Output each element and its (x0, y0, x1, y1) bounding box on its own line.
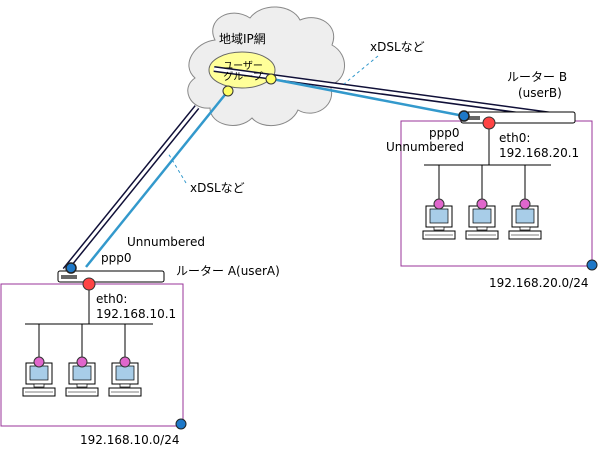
router-a-unnumbered-label: Unnumbered (127, 235, 205, 249)
pc-b-1 (422, 205, 456, 240)
pc-b-3 (508, 205, 542, 240)
lan-b-network-label: 192.168.20.0/24 (489, 276, 589, 290)
user-group-port-left (222, 85, 234, 97)
pc-a-1-port (33, 356, 45, 368)
lan-a-network-label: 192.168.10.0/24 (80, 433, 180, 447)
link-a (85, 90, 229, 268)
router-b-eth0-port (482, 116, 496, 130)
pc-a-3 (108, 362, 142, 397)
router-a-name: ルーター A(userA) (176, 264, 280, 278)
router-a-device (57, 270, 165, 283)
router-b-device (460, 111, 576, 124)
router-a-eth0-port (82, 277, 96, 291)
pc-b-3-port (519, 198, 531, 210)
tunnel-line-a-inner (63, 106, 199, 271)
lan-a-wiring (25, 285, 153, 360)
lan-b-wiring (424, 124, 551, 203)
lan-a-box (0, 283, 184, 427)
router-b-eth0-ip: 192.168.20.1 (499, 146, 580, 160)
pc-a-1 (22, 362, 56, 397)
router-b-ppp0-label: ppp0 (429, 126, 460, 140)
pc-a-2-port (76, 356, 88, 368)
xdsl-b-pointer (343, 55, 379, 85)
xdsl-label-b: xDSLなど (370, 40, 425, 54)
user-group-port-right (265, 73, 277, 85)
link-b (271, 77, 465, 118)
router-b-unnumbered-label: Unnumbered (386, 140, 464, 154)
pc-a-3-port (119, 356, 131, 368)
router-b-name: ルーター B (507, 70, 568, 84)
router-a-eth0-label: eth0: (96, 292, 128, 306)
lan-a-corner-node (175, 418, 187, 430)
pc-a-2 (65, 362, 99, 397)
pc-b-1-port (433, 198, 445, 210)
pc-b-2-port (476, 198, 488, 210)
router-a-ppp0-port (65, 262, 77, 274)
router-b-user: (userB) (518, 86, 562, 100)
router-a-ppp0-label: ppp0 (101, 251, 132, 265)
user-group-label-line1: ユーザー (223, 61, 263, 72)
lan-b-corner-node (586, 259, 598, 271)
xdsl-a-pointer (167, 152, 187, 184)
user-group-label-line2: グループ (223, 72, 263, 83)
router-a-eth0-ip: 192.168.10.1 (96, 307, 177, 321)
router-b-ppp0-port (458, 110, 470, 122)
xdsl-label-a: xDSLなど (190, 181, 245, 195)
pc-b-2 (465, 205, 499, 240)
router-b-eth0-label: eth0: (499, 131, 531, 145)
cloud-label: 地域IP網 (219, 32, 266, 46)
